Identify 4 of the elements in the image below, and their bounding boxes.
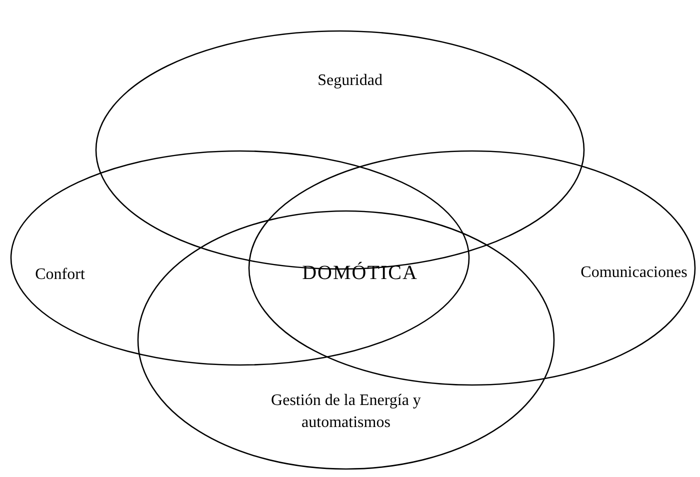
set-label: Comunicaciones: [580, 263, 688, 283]
set-label: Seguridad: [316, 71, 384, 91]
set-label: Confort: [34, 265, 86, 285]
set-label: Gestión de la Energía y automatismos: [270, 391, 422, 433]
